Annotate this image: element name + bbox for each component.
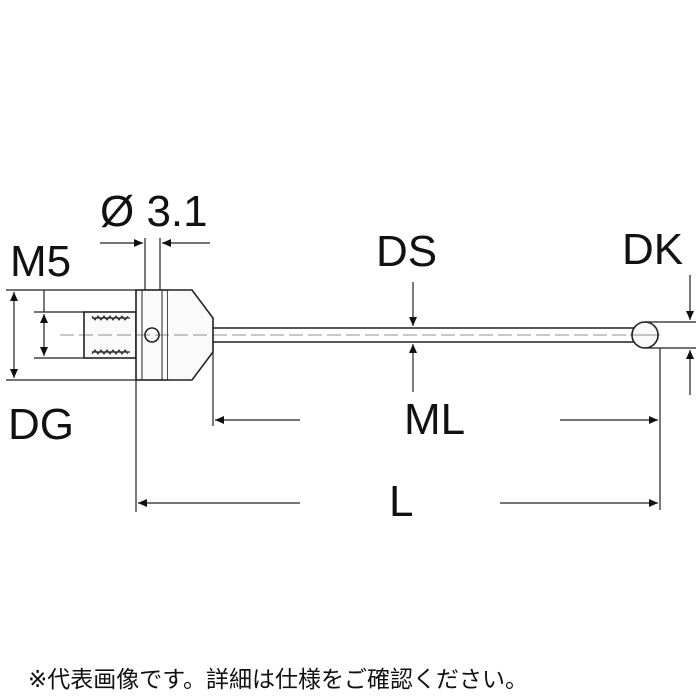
ball-diameter-label: DK [622, 225, 684, 274]
total-length-dimension [135, 380, 658, 512]
ball-tip [630, 321, 660, 349]
thread-dimension [34, 290, 84, 359]
thread-label: M5 [10, 237, 72, 286]
total-length-label: L [385, 480, 418, 524]
body-diameter-dimension [6, 289, 136, 381]
hole-diameter-dimension [100, 238, 210, 290]
ball-diameter-dimension [645, 275, 696, 395]
stylus-stem [213, 327, 636, 343]
body-diameter-label: DG [8, 400, 74, 449]
hole-diameter-label: Ø 3.1 [100, 187, 208, 236]
stem-diameter-label: DS [376, 227, 438, 276]
stylus-body [135, 289, 214, 381]
representative-image-note: ※代表画像です。詳細は仕様をご確認ください。 [28, 667, 528, 693]
measuring-length-label: ML [400, 398, 470, 442]
measuring-length-dimension [212, 348, 661, 510]
